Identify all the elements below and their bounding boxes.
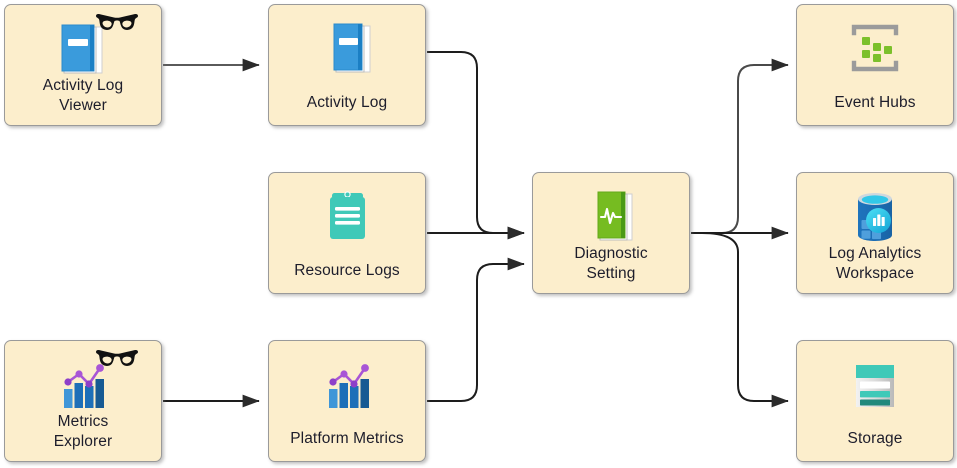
- node-activity-log-viewer[interactable]: Activity Log Viewer: [4, 4, 162, 126]
- node-label: Platform Metrics: [290, 430, 404, 448]
- edge-diagnostic-to-storage: [701, 232, 789, 408]
- edge-diagnostic-to-event-hubs: [691, 58, 789, 234]
- node-event-hubs[interactable]: Event Hubs: [796, 4, 954, 126]
- node-log-analytics-workspace[interactable]: Log Analytics Workspace: [796, 172, 954, 294]
- node-label: Log Analytics Workspace: [828, 245, 922, 283]
- blue-book-icon: [304, 19, 390, 81]
- node-label: Diagnostic Setting: [574, 245, 648, 283]
- event-hubs-icon: [832, 19, 918, 81]
- green-book-pulse-icon: [568, 187, 654, 249]
- node-diagnostic-setting[interactable]: Diagnostic Setting: [532, 172, 690, 294]
- node-platform-metrics[interactable]: Platform Metrics: [268, 340, 426, 462]
- node-label: Event Hubs: [834, 94, 916, 112]
- edge-activity-log-to-diagnostic: [427, 51, 525, 240]
- glasses-icon: [96, 350, 138, 366]
- node-label: Storage: [847, 430, 903, 448]
- node-label: Resource Logs: [294, 262, 400, 280]
- node-label: Activity Log Viewer: [42, 77, 124, 115]
- node-label: Activity Log: [306, 94, 388, 112]
- metrics-chart-icon: [40, 350, 138, 417]
- storage-icon: [832, 355, 918, 417]
- log-analytics-database-icon: [832, 187, 918, 249]
- node-storage[interactable]: Storage: [796, 340, 954, 462]
- glasses-icon: [96, 14, 138, 30]
- edge-platform-metrics-to-diagnostic: [427, 257, 525, 402]
- node-metrics-explorer[interactable]: Metrics Explorer: [4, 340, 162, 462]
- blue-book-icon: [40, 14, 138, 81]
- node-label: Metrics Explorer: [53, 413, 113, 451]
- node-activity-log[interactable]: Activity Log: [268, 4, 426, 126]
- teal-clipboard-icon: [304, 187, 390, 249]
- node-resource-logs[interactable]: Resource Logs: [268, 172, 426, 294]
- metrics-chart-icon: [304, 355, 390, 417]
